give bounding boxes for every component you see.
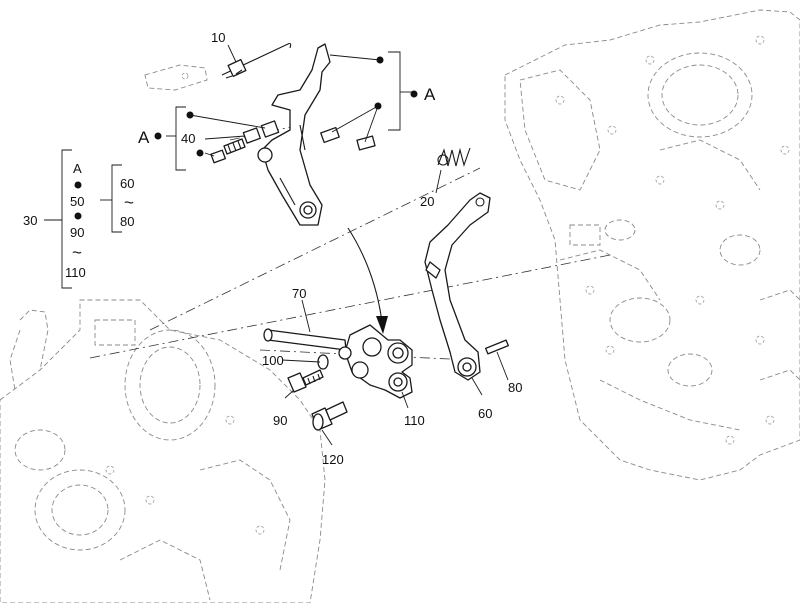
part-60-pedal-lever	[424, 192, 491, 381]
bracket-group-a-left	[154, 106, 204, 171]
legend30-sub-80: 80	[120, 214, 134, 229]
legend30-item-90: 90	[70, 225, 84, 240]
legend30-sub-tilde: ~	[124, 193, 134, 212]
bracket-ghost	[144, 64, 208, 91]
callout-a-left: A	[138, 128, 150, 147]
legend30-item-a: A	[73, 161, 82, 176]
alignment-axes	[89, 124, 611, 361]
callout-120: 120	[322, 452, 344, 467]
engine-block-ghost	[504, 9, 800, 481]
part-70-shaft	[263, 328, 347, 351]
upper-pedal-arm	[257, 43, 331, 226]
part-90-bolt	[287, 369, 324, 393]
part-110-hub	[344, 324, 413, 399]
callout-a-right: A	[424, 85, 436, 104]
callout-90: 90	[273, 413, 287, 428]
callout-110: 110	[404, 413, 425, 428]
callout-40: 40	[181, 131, 195, 146]
bracket-group-a-right	[374, 51, 418, 131]
callout-70: 70	[292, 286, 306, 301]
callout-20: 20	[420, 194, 434, 209]
part-80-pin	[485, 339, 509, 355]
part-20-spring	[437, 147, 471, 167]
callout-80: 80	[508, 380, 522, 395]
callout-60: 60	[478, 406, 492, 421]
bracket-30	[44, 149, 122, 289]
part-100-washer	[317, 346, 352, 370]
legend30-sub-60: 60	[120, 176, 134, 191]
legend30-item-110: 110	[65, 265, 86, 280]
leader-lines	[189, 44, 509, 446]
assembly-arrow	[347, 227, 388, 334]
housing-ghost	[0, 299, 326, 603]
legend30-item-50: 50	[70, 194, 84, 209]
part-10-spring	[221, 42, 292, 79]
bracket-ghost-hole	[181, 72, 189, 80]
callout-10: 10	[211, 30, 225, 45]
part-120-bolt	[311, 401, 348, 431]
part-40-plugs	[210, 120, 376, 164]
callout-100: 100	[262, 353, 284, 368]
legend30-tilde: ~	[72, 243, 82, 262]
callout-30: 30	[23, 213, 37, 228]
